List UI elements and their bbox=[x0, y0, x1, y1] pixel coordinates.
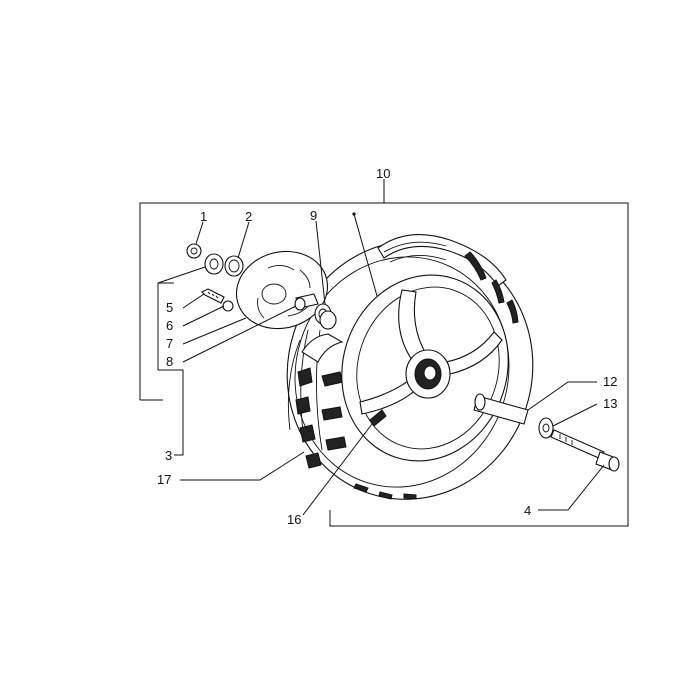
callout-7: 7 bbox=[166, 336, 173, 351]
callout-5: 5 bbox=[166, 300, 173, 315]
callout-3: 3 bbox=[165, 448, 172, 463]
callout-13: 13 bbox=[603, 396, 617, 411]
callout-1: 1 bbox=[200, 209, 207, 224]
rim bbox=[341, 274, 509, 462]
callout-4: 4 bbox=[524, 503, 531, 518]
hub-parts-left bbox=[186, 243, 337, 330]
callout-2: 2 bbox=[245, 209, 252, 224]
callout-10: 10 bbox=[376, 166, 390, 181]
leader-lines bbox=[157, 212, 605, 516]
callout-9: 9 bbox=[310, 208, 317, 223]
callout-labels: 10 1 2 9 5 6 7 8 3 17 16 12 13 4 bbox=[157, 166, 617, 527]
callout-8: 8 bbox=[166, 354, 173, 369]
callout-12: 12 bbox=[603, 374, 617, 389]
callout-6: 6 bbox=[166, 318, 173, 333]
callout-17: 17 bbox=[157, 472, 171, 487]
callout-16: 16 bbox=[287, 512, 301, 527]
axle-parts-right bbox=[473, 393, 620, 472]
assembly-frame bbox=[139, 179, 629, 527]
